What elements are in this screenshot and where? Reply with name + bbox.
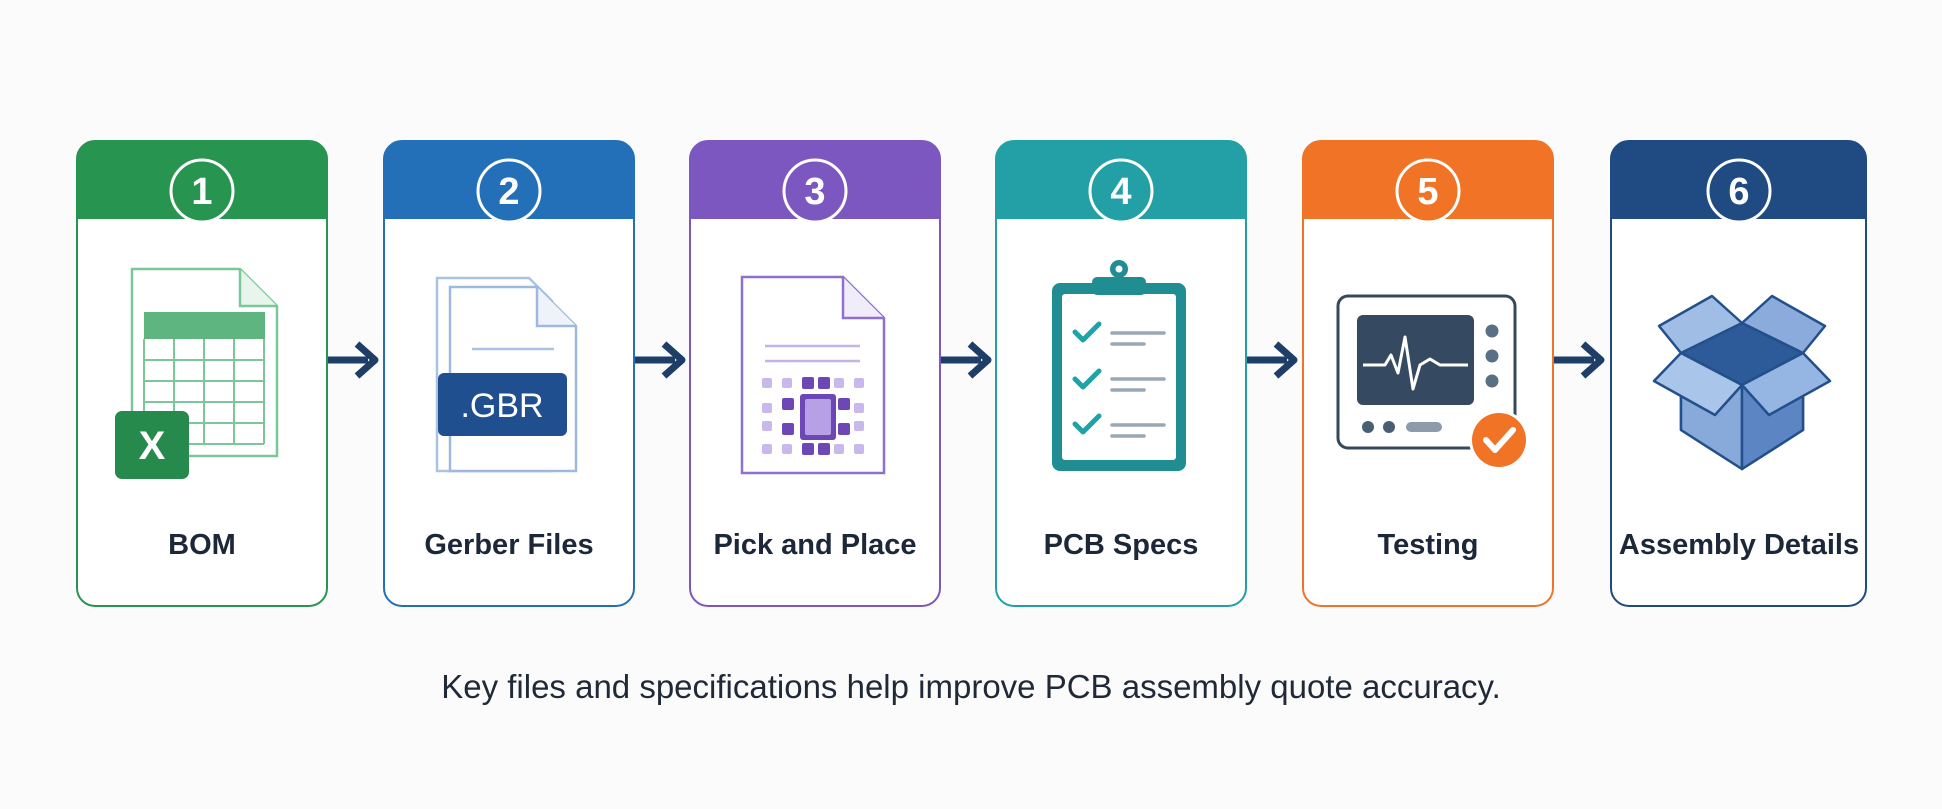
test-monitor-icon	[1336, 294, 1529, 470]
pick-and-place-file-icon	[740, 275, 886, 475]
step-number: 1	[191, 171, 212, 213]
step-title: Gerber Files	[424, 529, 593, 561]
step-number-badge	[1088, 158, 1154, 224]
step-card-3: 3	[689, 140, 941, 607]
step-title: Testing	[1378, 529, 1479, 561]
clipboard-checklist-icon	[1052, 260, 1186, 471]
flow-arrow-5	[1554, 341, 1605, 379]
open-box-icon	[1652, 294, 1832, 471]
step-number-badge	[1395, 158, 1461, 224]
step-number-badge	[169, 158, 235, 224]
step-number: 2	[498, 171, 519, 213]
step-title: BOM	[168, 529, 236, 561]
flow-arrow-3	[941, 341, 992, 379]
step-number: 5	[1417, 171, 1438, 213]
flow-arrow-2	[635, 341, 686, 379]
step-card-1: 1 X BOM	[76, 140, 328, 607]
step-number: 6	[1728, 171, 1749, 213]
flow-arrow-4	[1247, 341, 1298, 379]
step-title: PCB Specs	[1044, 529, 1199, 561]
step-title: Assembly Details	[1619, 529, 1859, 561]
step-title: Pick and Place	[713, 529, 916, 561]
gerber-badge-label: .GBR	[460, 387, 543, 425]
step-number-badge	[782, 158, 848, 224]
step-card-6: 6 Assembly Details	[1610, 140, 1867, 607]
gerber-file-icon: .GBR	[435, 276, 578, 473]
spreadsheet-excel-icon: X	[115, 267, 279, 479]
step-number-badge	[476, 158, 542, 224]
step-card-4: 4 PCB Specs	[995, 140, 1247, 607]
excel-badge-letter: X	[139, 424, 166, 468]
step-card-5: 5 Testing	[1302, 140, 1554, 607]
step-number: 3	[804, 171, 825, 213]
step-number-badge	[1706, 158, 1772, 224]
step-card-2: 2 .GBR Gerber Files	[383, 140, 635, 607]
diagram-caption: Key files and specifications help improv…	[441, 668, 1501, 705]
step-number: 4	[1110, 171, 1131, 213]
flow-arrow-1	[328, 341, 379, 379]
